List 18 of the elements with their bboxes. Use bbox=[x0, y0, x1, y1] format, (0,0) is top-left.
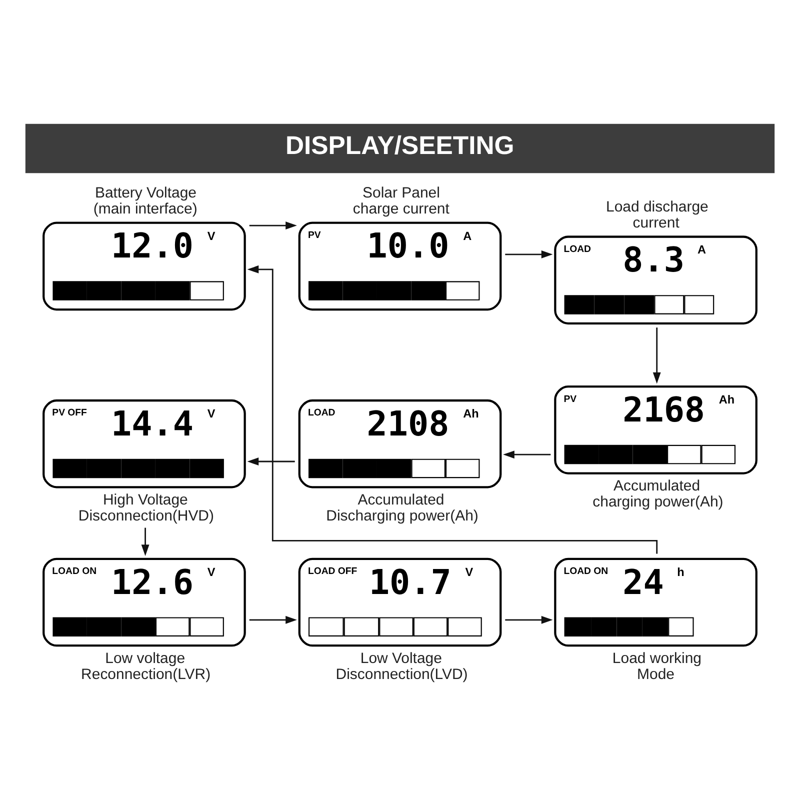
arrow bbox=[247, 457, 295, 465]
node-label: Low Voltage Disconnection(LVD) bbox=[336, 649, 468, 682]
diagram-title: DISPLAY/SEETING bbox=[285, 132, 514, 160]
arrow bbox=[505, 250, 553, 258]
arrow bbox=[249, 615, 297, 624]
node-label: Battery Voltage (main interface) bbox=[93, 184, 198, 217]
node-label: Load working Mode bbox=[612, 649, 702, 682]
arrow bbox=[141, 527, 150, 556]
node-label: Accumulated charging power(Ah) bbox=[592, 477, 724, 510]
arrow bbox=[505, 615, 553, 624]
node-label: Solar Panel charge current bbox=[352, 184, 450, 217]
node-label: High Voltage Disconnection(HVD) bbox=[78, 491, 214, 524]
arrow bbox=[503, 450, 551, 458]
arrow bbox=[249, 221, 297, 229]
arrow bbox=[652, 327, 661, 384]
node-label: Low voltage Reconnection(LVR) bbox=[81, 649, 211, 682]
node-label: Accumulated Discharging power(Ah) bbox=[326, 491, 478, 524]
node-label: Load discharge current bbox=[606, 198, 708, 231]
